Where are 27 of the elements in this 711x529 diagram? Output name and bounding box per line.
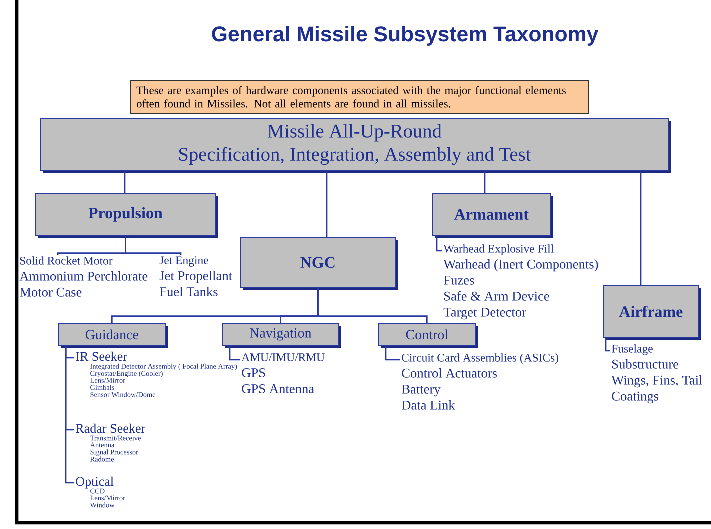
note-box: These are examples of hardware components associated with the major functional elements often found in Missiles. Not all elements are found in all missiles. [130, 80, 590, 114]
category-box: Control [378, 323, 478, 348]
component-list: Fuselage Substructure Wings, Fins, Tail Coatings [612, 344, 702, 404]
connector-line [65, 346, 74, 484]
category-box: Navigation [222, 323, 341, 348]
component-list: Solid Rocket Motor Ammonium Perchlorate Motor Case [20, 256, 148, 297]
connector-line [124, 171, 126, 193]
connector-line [229, 346, 240, 361]
connector-line [326, 171, 328, 237]
component-list: Jet Engine Jet Propellant Fuel Tanks [160, 256, 232, 296]
category-box: Guidance [58, 323, 168, 348]
connector-line [385, 346, 400, 361]
category-box: Airframe [603, 285, 701, 340]
connector-line [484, 171, 486, 193]
connector-line [605, 338, 610, 352]
connector-line [436, 236, 442, 252]
category-box: Missile All-Up-Round Specification, Integration, Assembly and Test [40, 118, 671, 173]
component-list: Circuit Card Assemblies (ASICs) Control Actuators Battery Data Link [402, 354, 558, 410]
connector-line [640, 171, 642, 285]
category-box: Armament [432, 193, 553, 238]
connector-line [125, 236, 182, 255]
title: General Missile Subsystem Taxonomy [212, 26, 599, 46]
category-box: Propulsion [35, 193, 218, 238]
component-list: Warhead Explosive Fill Warhead (Inert Components) Fuzes Safe & Arm Device Target Detector [444, 244, 598, 320]
category-box: NGC [240, 237, 398, 290]
component-list: AMU/IMU/RMU GPS GPS Antenna [242, 354, 325, 394]
connector-line [318, 288, 428, 323]
